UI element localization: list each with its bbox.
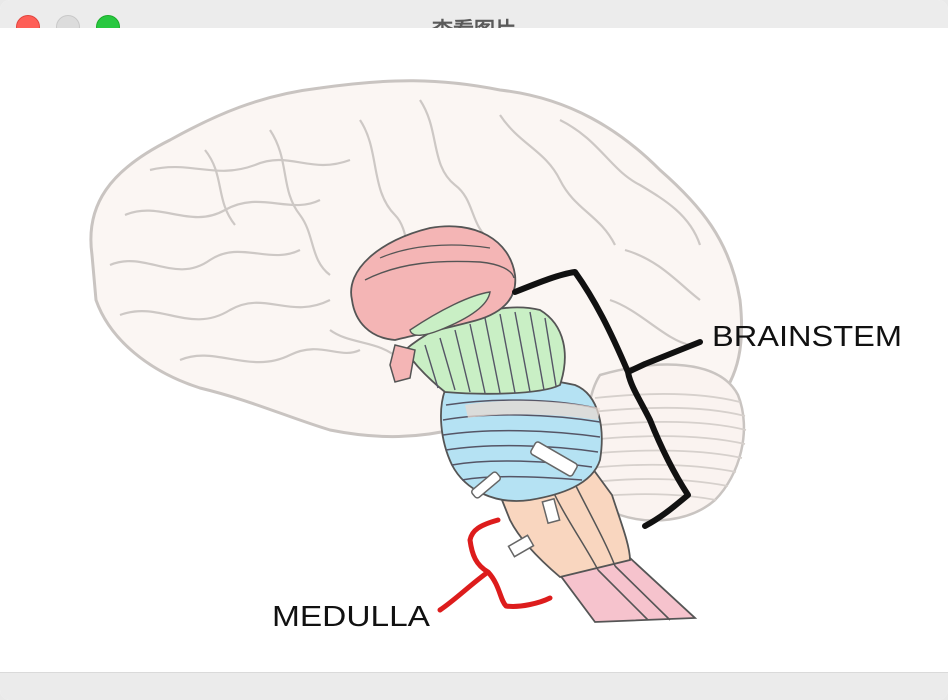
bottom-bar xyxy=(0,672,948,700)
brain-diagram: BRAINSTEM MEDULLA xyxy=(89,79,902,633)
pons-region xyxy=(440,377,603,502)
thalamus-region xyxy=(350,225,517,383)
medulla-label: MEDULLA xyxy=(272,601,431,633)
title-bar: 查看图片 xyxy=(0,0,948,42)
image-canvas: BRAINSTEM MEDULLA xyxy=(0,28,948,672)
medulla-bracket xyxy=(437,517,553,613)
brainstem-label: BRAINSTEM xyxy=(712,321,902,353)
brainstem-bracket xyxy=(512,269,703,529)
